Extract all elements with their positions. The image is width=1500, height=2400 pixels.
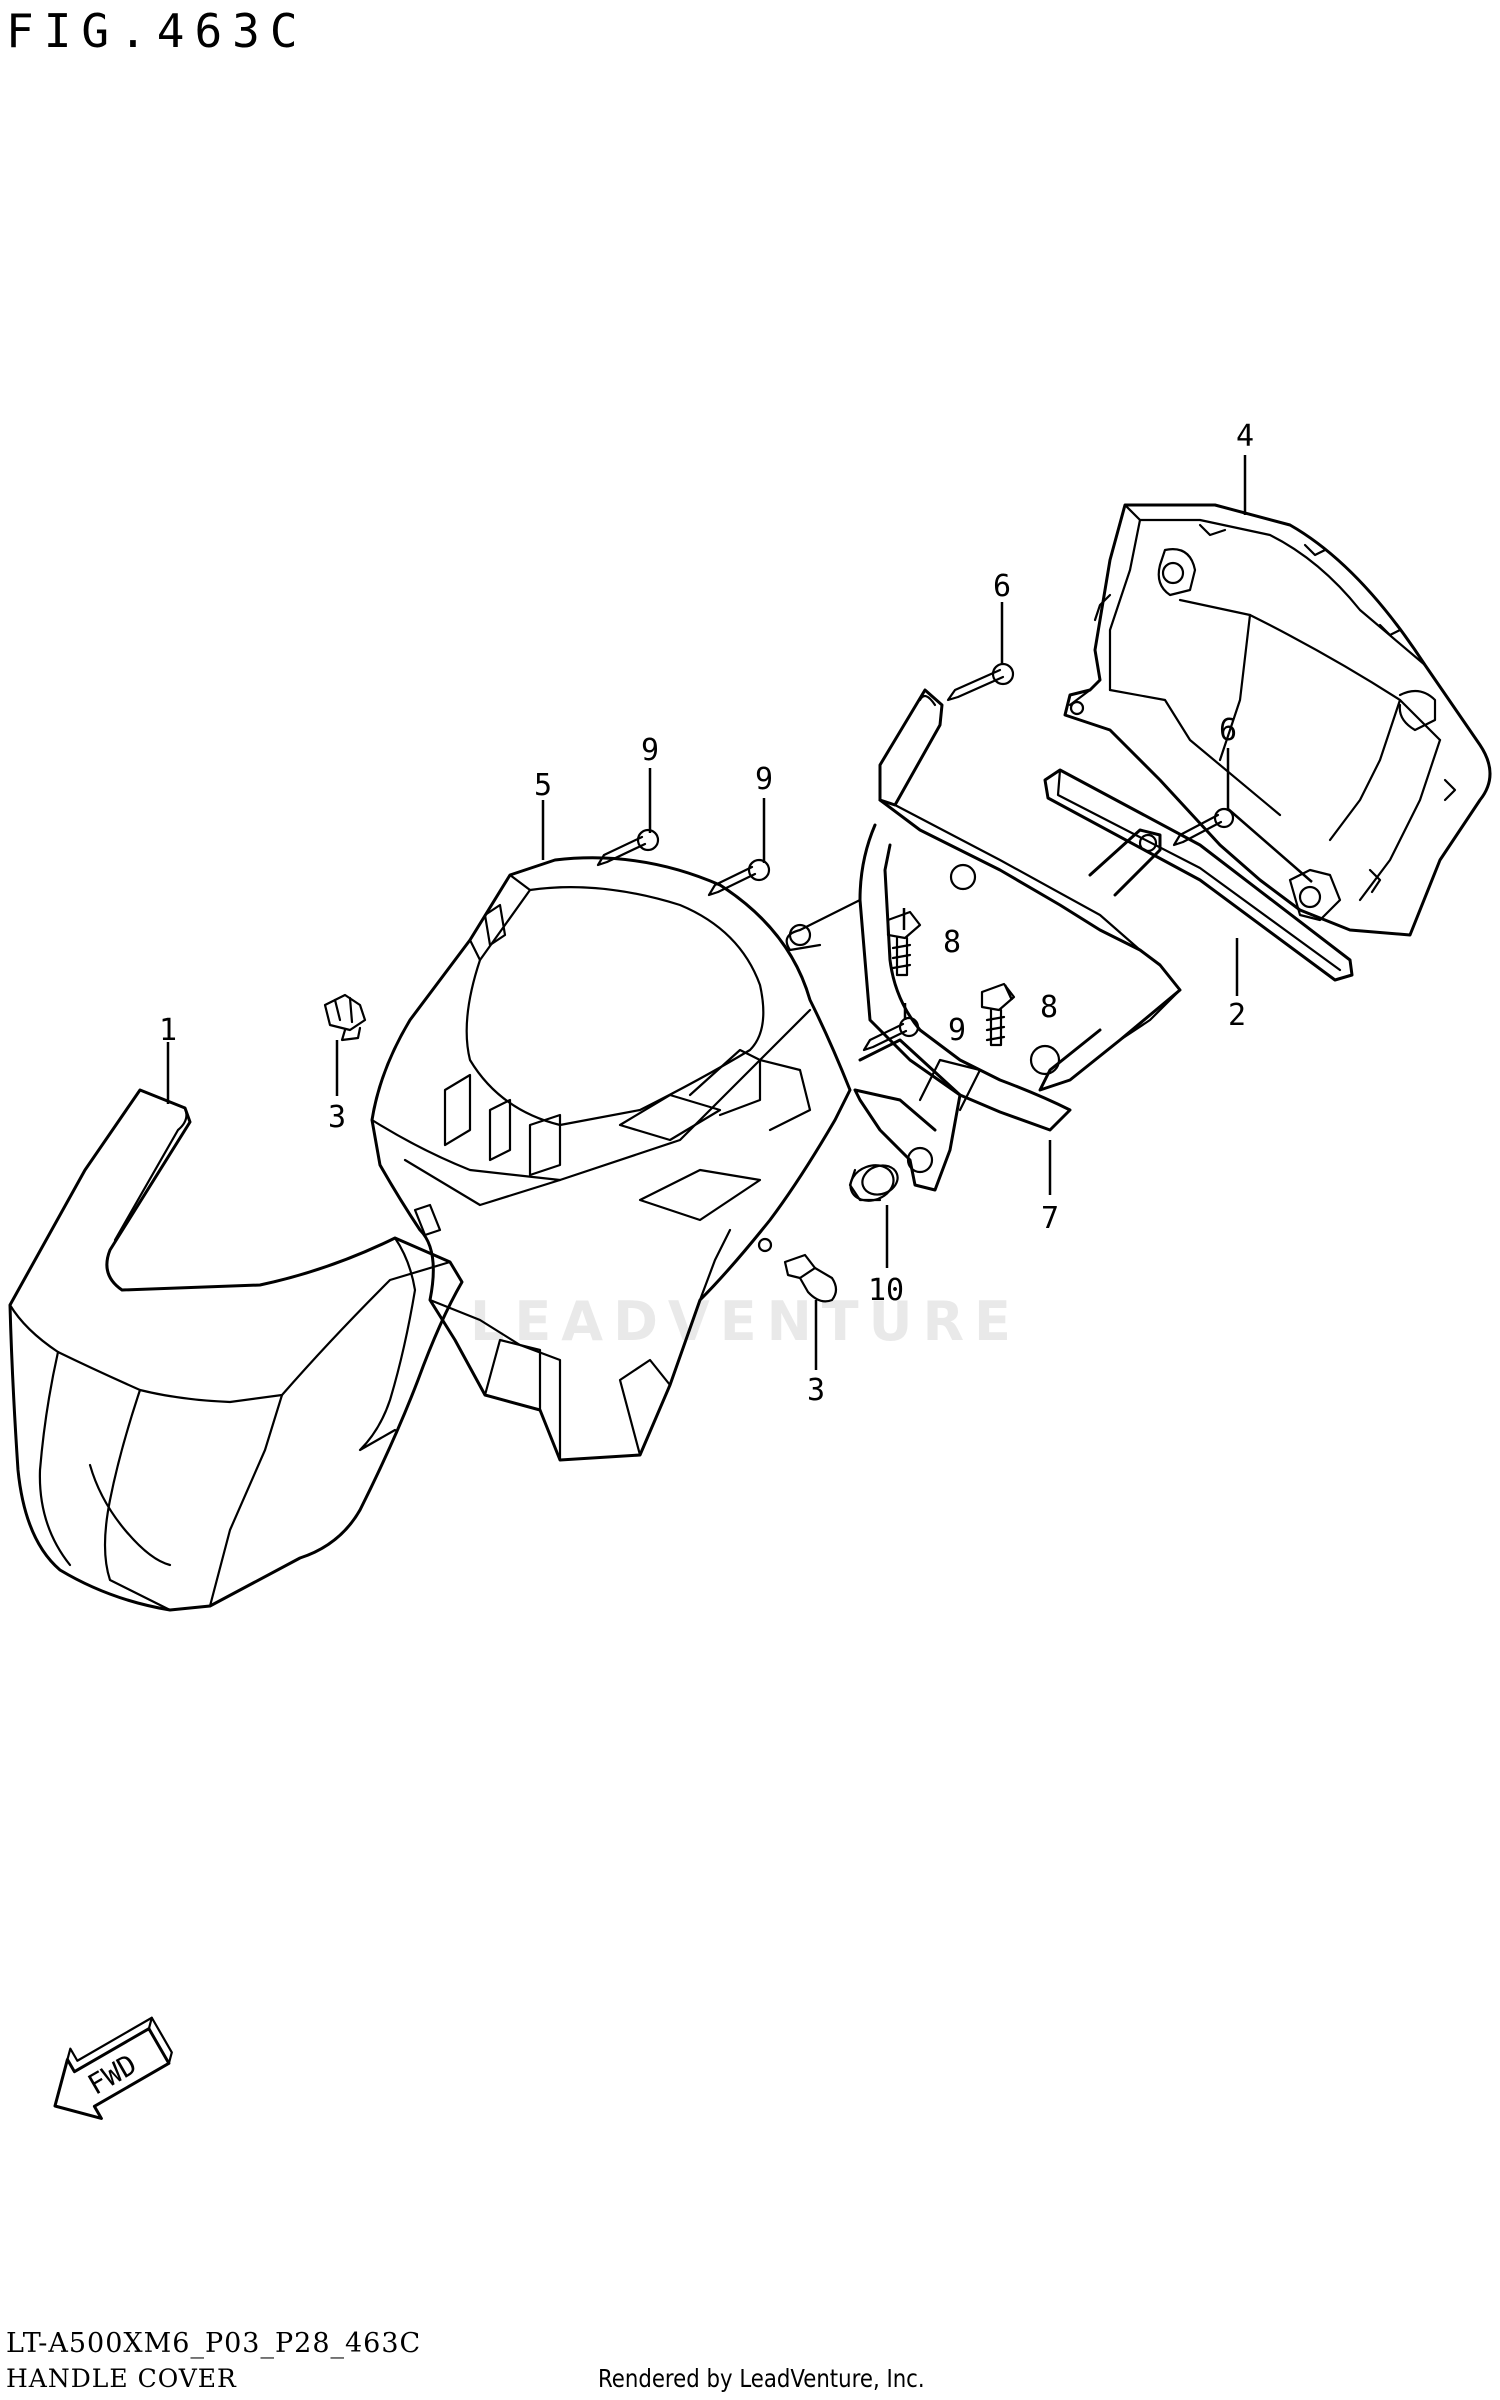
fwd-arrow: FWD: [53, 2016, 173, 2120]
figure-code: LT-A500XM6_P03_P28_463C: [6, 2328, 422, 2359]
screw-6-lower: [1172, 807, 1235, 847]
part-5-inner-cover: [370, 856, 852, 1462]
bolt-8-right: [980, 982, 1016, 1047]
callout-9-middle: 9: [755, 762, 773, 797]
bolt-8-left: [886, 910, 922, 977]
callout-6-lower: 6: [1219, 713, 1237, 748]
callout-2: 2: [1228, 998, 1246, 1033]
callout-8-left: 8: [943, 925, 961, 960]
callout-labels: 1 2 3 3 4 5 6 6 7 8 8 9 9 9 10: [159, 419, 1254, 1408]
screw-9-left: [596, 828, 660, 867]
part-4-meter-cover: [1063, 503, 1492, 937]
part-2-strip: [1043, 768, 1354, 982]
figure-name: HANDLE COVER: [6, 2364, 237, 2393]
screw-6-upper: [946, 662, 1015, 702]
callout-3-right: 3: [807, 1373, 825, 1408]
callout-6-upper: 6: [993, 569, 1011, 604]
callout-1: 1: [159, 1013, 177, 1048]
part-1-front-cover: [8, 1088, 464, 1612]
callout-4: 4: [1236, 419, 1254, 454]
figure-title: FIG.463C: [6, 4, 308, 58]
callout-5: 5: [534, 768, 552, 803]
render-credit: Rendered by LeadVenture, Inc.: [598, 2364, 925, 2393]
callout-10: 10: [868, 1273, 904, 1308]
fwd-label: FWD: [82, 2048, 142, 2102]
callout-3-left: 3: [328, 1100, 346, 1135]
callout-8-right: 8: [1040, 990, 1058, 1025]
leader-lines: [166, 455, 1313, 1370]
clip-3-right: [783, 1253, 838, 1303]
callout-7: 7: [1041, 1201, 1059, 1236]
callout-9-right: 9: [948, 1013, 966, 1048]
screw-9-middle: [707, 858, 771, 897]
callout-9-left: 9: [641, 733, 659, 768]
grommet-10: [848, 1164, 899, 1202]
clip-3-left: [323, 993, 367, 1042]
screw-9-right: [862, 1016, 920, 1052]
watermark: LEADVENTURE: [470, 1290, 1021, 1353]
part-7-bracket: [785, 688, 1182, 1192]
